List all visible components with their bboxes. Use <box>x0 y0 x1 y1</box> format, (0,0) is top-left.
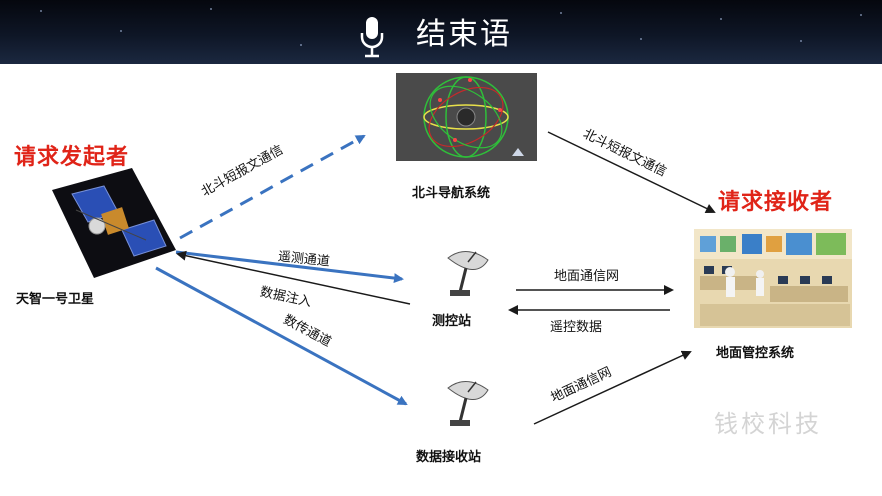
data-transfer-arrow <box>155 266 408 406</box>
header-bar: 结束语 <box>0 0 882 64</box>
page-title: 结束语 <box>416 17 512 52</box>
requester-label: 请求发起者 <box>14 145 130 170</box>
microphone-icon <box>360 17 384 58</box>
ground-control-image <box>694 229 852 328</box>
data-station-label: 数据接收站 <box>416 450 482 465</box>
data-inject-arrow <box>176 250 411 305</box>
receiver-label: 请求接收者 <box>718 190 834 215</box>
beidou-downlink-arrow <box>547 131 716 214</box>
satellite-image <box>52 168 176 278</box>
ground-net-label-1: 地面通信网 <box>554 269 620 284</box>
tt-station-antenna <box>447 251 489 296</box>
remote-control-label: 遥控数据 <box>550 320 603 335</box>
ground-net-arrow-2 <box>533 350 692 425</box>
beidou-system-image <box>396 73 537 161</box>
data-station-antenna <box>447 381 489 426</box>
watermark: 钱校科技 <box>714 410 822 438</box>
beidou-system-label: 北斗导航系统 <box>412 186 491 201</box>
ground-control-label: 地面管控系统 <box>716 346 795 361</box>
telemetry-arrow <box>175 250 404 284</box>
satellite-label: 天智一号卫星 <box>16 292 95 307</box>
beidou-uplink-arrow <box>179 134 366 240</box>
tt-station-label: 测控站 <box>432 314 472 329</box>
